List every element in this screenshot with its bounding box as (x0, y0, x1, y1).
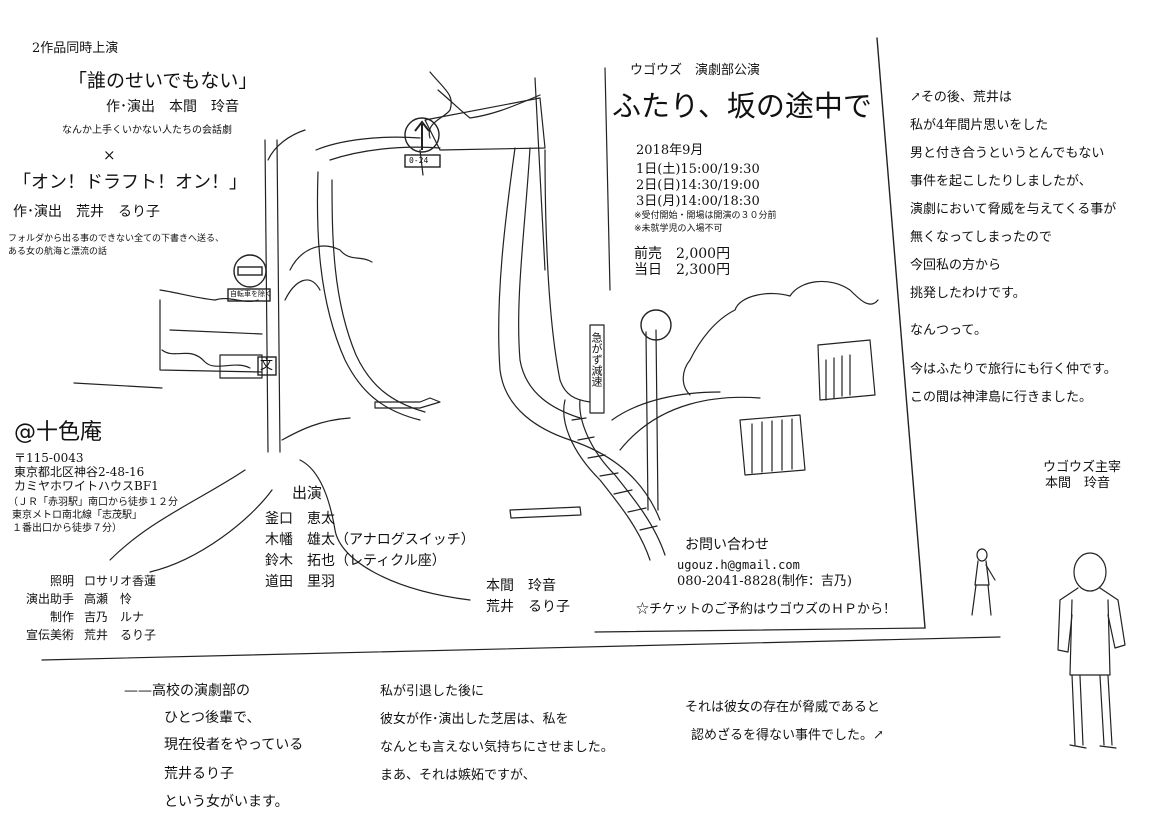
bottom-line: なんとも言えない気持ちにさせました。 (380, 740, 614, 755)
bottom-line: 認めざるを得ない事件でした。↗ (691, 728, 884, 743)
venue-zip: 〒115-0043 (14, 451, 84, 465)
play2-credit: 作･演出 荒井 るり子 (13, 204, 160, 220)
schedule-month: 2018年9月 (636, 143, 704, 158)
show-title: ふたり、坂の途中で (612, 89, 872, 123)
bottom-line: ——高校の演劇部の (124, 683, 250, 699)
bottom-line: という女がいます。 (164, 794, 289, 810)
right-text-line: 私が4年間片思いをした (910, 118, 1049, 133)
direction-sign (404, 117, 440, 153)
small-figure (976, 548, 988, 562)
ticket-note: ☆チケットのご予約はウゴウズのＨＰから！ (636, 602, 897, 617)
right-text-line: 男と付き合うというとんでもない (910, 146, 1105, 161)
bottom-line: ひとつ後輩で、 (164, 710, 261, 726)
round-sign-right (640, 309, 672, 341)
right-text-block: ↗その後、荒井は 私が4年間片思いをした 男と付き合うというとんでもない 事件を… (910, 84, 1116, 308)
staff-name: 吉乃 ルナ (84, 610, 145, 624)
staff-name: ロサリオ香蓮 (84, 574, 157, 588)
right-text-aside: なんつって。 (910, 323, 987, 338)
right-text-line: 無くなってしまったので (910, 230, 1052, 245)
staff-name: 高瀬 怜 (84, 592, 133, 606)
school-label: 文 (260, 358, 274, 373)
signature-role: ウゴウズ主宰 (1043, 460, 1122, 475)
bottom-line: 現在役者をやっている (164, 737, 304, 753)
double-bill-label: 2作品同時上演 (32, 41, 119, 56)
right-text-line: 演劇において脅威を与えてくる事が (910, 202, 1117, 217)
bicycle-plate (227, 288, 271, 302)
play1-credit: 作･演出 本間 玲音 (106, 99, 239, 115)
bottom-col-3: それは彼女の存在が脅威であると 認めざるを得ない事件でした。↗ (685, 694, 884, 750)
bottom-line: まあ、それは嫉妬ですが、 (380, 768, 536, 783)
venue-access-1: （ＪＲ「赤羽駅」南口から徒歩１２分 (8, 497, 178, 508)
schedule-date: 1日(土)15:00/19:30 (636, 162, 760, 177)
schedule-note-2: ※未就学児の入場不可 (634, 224, 723, 234)
cast-member: 道田 里羽 (265, 574, 335, 590)
venue-address: 東京都北区神谷2-48-16 (14, 465, 145, 479)
contact-phone: 080-2041-8828(制作：吉乃) (677, 574, 852, 589)
cast-member: 木幡 雄太（アナログスイッチ） (265, 532, 475, 548)
slow-down-label: 急がず減速 (590, 332, 603, 387)
contact-heading: お問い合わせ (685, 537, 769, 553)
schedule-date: 2日(日)14:30/19:00 (636, 178, 760, 193)
play1-desc: なんか上手くいかない人たちの会話劇 (62, 125, 232, 136)
road-number-label: 0-24 (409, 156, 429, 165)
right-text-line: 今回私の方から (910, 258, 1002, 273)
staff-role: 照明 (49, 574, 74, 588)
venue-building: カミヤホワイトハウスBF1 (14, 479, 159, 493)
staff-role: 制作 (49, 610, 74, 624)
bottom-col-2: 私が引退した後に 彼女が作･演出した芝居は、私を なんとも言えない気持ちにさせま… (380, 678, 614, 790)
cast-extra: 荒井 るり子 (486, 599, 570, 615)
cast-member: 釜口 恵太 (265, 511, 335, 527)
bottom-line: 私が引退した後に (380, 684, 485, 699)
signature-name: 本間 玲音 (1045, 476, 1111, 491)
schedule-date: 3日(月)14:00/18:30 (636, 194, 760, 209)
school-sign (257, 356, 277, 376)
play2-desc-2: ある女の航海と漂流の話 (8, 247, 108, 257)
venue-access-2: 東京メトロ南北線「志茂駅」 (12, 510, 142, 521)
schedule-note-1: ※受付開始・開場は開演の３０分前 (634, 211, 777, 221)
times-sign: × (103, 146, 116, 164)
contact-email: ugouz.h@gmail.com (677, 558, 800, 572)
right-text-line: 今はふたりで旅行にも行く仲です。 (910, 362, 1117, 377)
venue-name: @十色庵 (14, 420, 103, 445)
price-door: 当日 2,300円 (634, 262, 731, 278)
large-figure (1073, 552, 1107, 592)
bottom-line: それは彼女の存在が脅威であると (685, 700, 880, 715)
play1-title: 「誰のせいでもない」 (68, 70, 258, 92)
price-advance: 前売 2,000円 (634, 246, 731, 262)
road-number-sign (404, 154, 441, 168)
bicycle-label: 自転車を除く (230, 290, 272, 298)
play2-desc-1: フォルダから出る事のできない全ての下書きへ送る、 (8, 234, 225, 244)
cast-extra: 本間 玲音 (486, 578, 556, 594)
right-text-block-2: 今はふたりで旅行にも行く仲です。 この間は神津島に行きました。 (910, 356, 1117, 412)
venue-access-3: １番出口から徒歩７分） (12, 523, 122, 534)
play2-title: 「オン！ドラフト！オン！」 (13, 172, 247, 193)
staff-role: 演出助手 (25, 592, 74, 606)
right-text-line: この間は神津島に行きました。 (910, 390, 1093, 405)
no-entry-sign (233, 254, 267, 288)
company-name: ウゴウズ 演劇部公演 (630, 63, 761, 78)
staff-role: 宣伝美術 (25, 628, 74, 642)
bottom-line: 彼女が作･演出した芝居は、私を (380, 712, 569, 727)
right-text-line: 挑発したわけです。 (910, 286, 1026, 301)
right-text-line: 事件を起こしたりしましたが、 (910, 174, 1092, 189)
right-text-line: ↗その後、荒井は (910, 90, 1012, 105)
staff-name: 荒井 るり子 (84, 628, 157, 642)
cast-member: 鈴木 拓也（レティクル座） (265, 553, 446, 569)
bottom-line: 荒井るり子 (164, 766, 234, 782)
cast-heading: 出演 (292, 484, 323, 502)
